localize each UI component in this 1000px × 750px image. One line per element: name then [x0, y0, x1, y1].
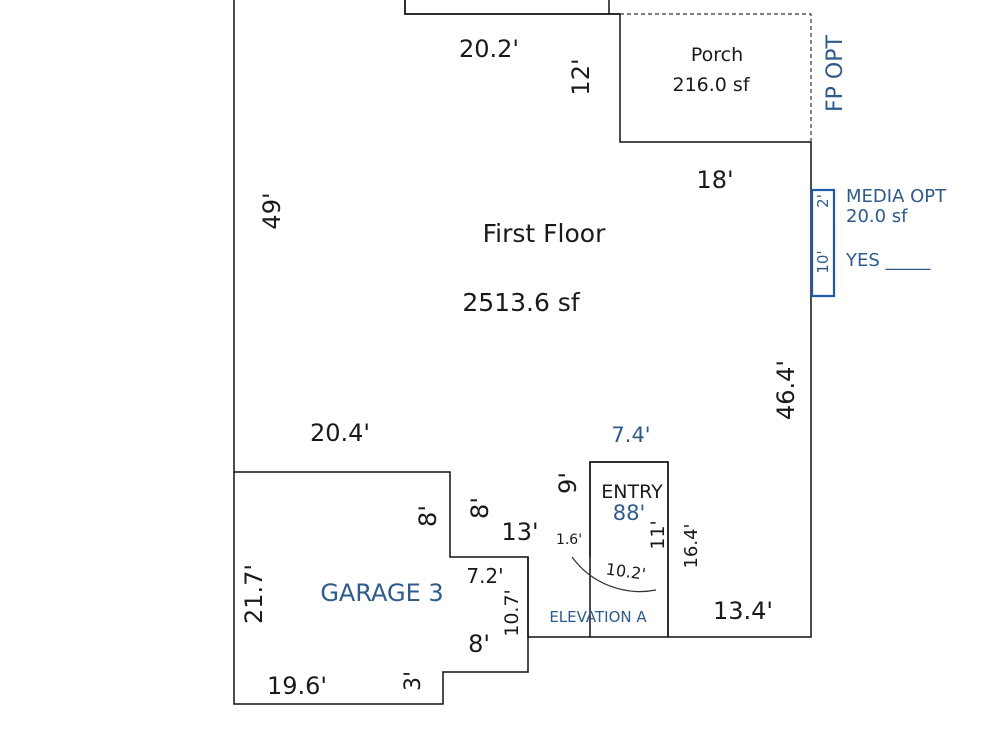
dim-porch-width: 18': [696, 166, 733, 194]
dim-entry-left: 9': [554, 472, 582, 494]
porch-dashed-edge: [620, 13, 812, 142]
dim-porch-top: 20.2': [459, 35, 519, 63]
dim-notch-right: 8': [466, 497, 494, 519]
media-area: 20.0 sf: [846, 206, 908, 227]
media-name: MEDIA OPT: [846, 186, 947, 207]
dim-porch-depth: 12': [567, 58, 595, 95]
entry-name: ENTRY: [601, 481, 663, 503]
dim-garage-step-side: 10.7': [501, 589, 523, 637]
dim-garage-corner: 3': [401, 671, 426, 691]
entry-size: 88': [613, 501, 646, 525]
dim-entry-top: 7.4': [611, 423, 650, 447]
dim-notch-left: 8': [414, 505, 442, 527]
dim-jog-small: 1.6': [556, 532, 582, 548]
fireplace-option: FP OPT: [823, 35, 848, 112]
garage-name: GARAGE 3: [320, 579, 443, 607]
dim-bottom-right: 13.4': [713, 597, 773, 625]
dim-notch-width: 13': [501, 518, 538, 546]
dim-garage-step-lower: 8': [468, 630, 490, 658]
dim-media-depth: 2': [814, 194, 832, 208]
dim-garage-step-top: 7.2': [466, 564, 503, 588]
upper-room-outline: [404, 0, 620, 15]
porch-area: 216.0 sf: [672, 74, 750, 96]
dim-garage-left: 21.7': [240, 564, 268, 624]
dim-entry-right: 16.4': [681, 523, 702, 568]
media-option-box: [810, 188, 836, 298]
dim-arc: 10.2': [605, 559, 647, 583]
elevation-label: ELEVATION A: [549, 608, 647, 626]
dim-entry-inner: 11': [647, 520, 669, 549]
porch-name: Porch: [691, 44, 743, 66]
dim-right-wall: 46.4': [772, 360, 800, 420]
first-floor-area: 2513.6 sf: [462, 288, 580, 317]
dim-lower-left: 20.4': [310, 419, 370, 447]
garage-outline: [233, 472, 529, 705]
dim-media-width: 10': [814, 250, 832, 273]
dim-left-wall: 49': [258, 192, 286, 229]
dim-garage-bottom: 19.6': [267, 672, 327, 700]
media-choice: YES _____: [845, 250, 932, 271]
entry-arc: [571, 556, 657, 593]
first-floor-name: First Floor: [483, 219, 606, 248]
entry-outline: [589, 461, 669, 637]
